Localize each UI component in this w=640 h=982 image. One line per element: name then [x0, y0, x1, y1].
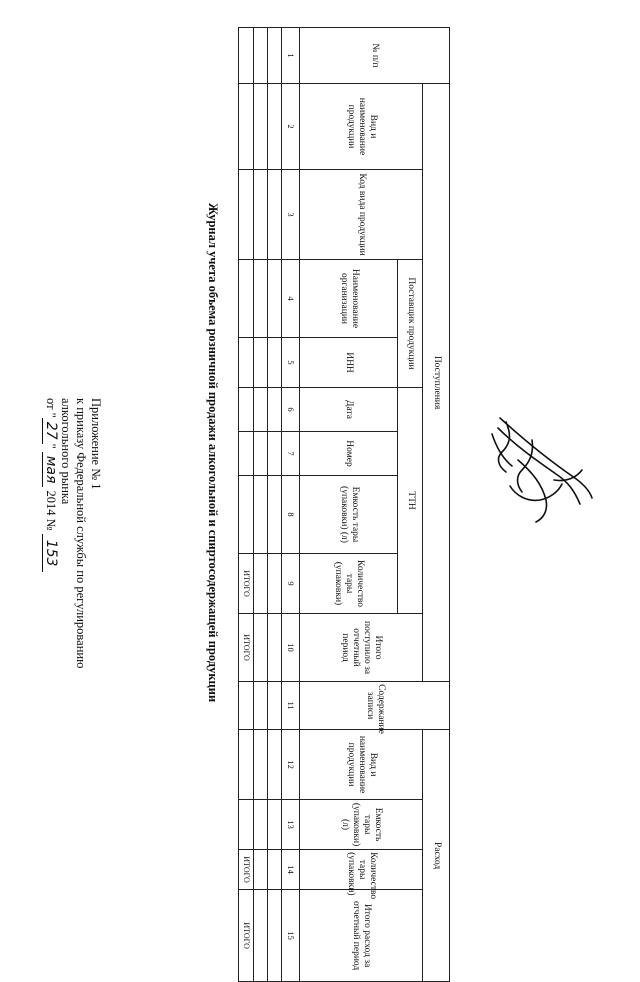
- total-in: ИТОГО: [238, 613, 254, 682]
- header-inn: ИНН: [299, 337, 398, 388]
- table-cell: [267, 799, 282, 850]
- header-record: Содержание записи: [299, 681, 450, 734]
- appendix-line-2: к приказу Федеральной службы по регулиро…: [74, 398, 88, 669]
- table-cell: [238, 729, 254, 800]
- header-total-out: Итого расход за отчетный период: [299, 889, 423, 982]
- table-cell: [238, 475, 254, 554]
- table-cell: [253, 889, 268, 982]
- table-cell: [267, 613, 282, 682]
- table-cell: [253, 27, 268, 84]
- header-no: № п/п: [299, 27, 450, 84]
- column-number: 3: [281, 169, 300, 260]
- table-cell: [267, 475, 282, 554]
- table-cell: [253, 387, 268, 432]
- table-cell: [267, 553, 282, 614]
- header-expense: Расход: [422, 729, 450, 982]
- table-cell: [267, 431, 282, 476]
- column-number: 1: [281, 27, 300, 84]
- date-month: мая: [42, 451, 59, 488]
- column-number: 9: [281, 553, 300, 614]
- header-ttn: ТТН: [397, 387, 423, 614]
- table-cell: [267, 259, 282, 338]
- appendix-block: Приложение № 1 к приказу Федеральной слу…: [42, 398, 103, 698]
- column-number: 5: [281, 337, 300, 388]
- table-cell: [267, 889, 282, 982]
- table-cell: [267, 337, 282, 388]
- table-cell: [267, 849, 282, 890]
- table-cell: [253, 169, 268, 260]
- signature-icon: [491, 417, 593, 523]
- table-cell: [253, 475, 268, 554]
- header-product-in: Вид и наименование продукции: [299, 83, 423, 170]
- column-number: 12: [281, 729, 300, 800]
- table-cell: [253, 729, 268, 800]
- column-number: 11: [281, 681, 300, 730]
- date-quote: ": [44, 443, 58, 449]
- table-cell: [253, 799, 268, 850]
- table-cell: [253, 849, 268, 890]
- total-qty-out: ИТОГО: [238, 849, 254, 890]
- header-qty-in: Количество тары (упаковки): [299, 553, 398, 614]
- table-cell: [267, 681, 282, 730]
- journal-title: Журнал учета объема розничной продажи ал…: [206, 202, 220, 703]
- table-cell: [238, 83, 254, 170]
- total-qty-in: ИТОГО: [238, 553, 254, 614]
- header-qty-out: Количество тары (упаковки): [299, 849, 423, 899]
- order-number: 153: [42, 533, 59, 573]
- header-total-in: Итого поступило за отчетный период: [299, 613, 423, 682]
- column-number: 2: [281, 83, 300, 170]
- table-cell: [267, 387, 282, 432]
- table-cell: [267, 83, 282, 170]
- column-number: 14: [281, 849, 300, 890]
- header-ttn-date: Дата: [299, 387, 398, 432]
- header-ttn-number: Номер: [299, 431, 398, 476]
- column-number: 8: [281, 475, 300, 554]
- date-day: 27: [42, 417, 59, 444]
- date-prefix: от ": [44, 398, 58, 418]
- header-capacity-in: Емкость тары (упаковки) (л): [299, 475, 398, 554]
- column-number: 7: [281, 431, 300, 476]
- table-cell: [253, 337, 268, 388]
- table-cell: [238, 27, 254, 84]
- table-cell: [238, 259, 254, 338]
- table-cell: [238, 431, 254, 476]
- table-cell: [267, 169, 282, 260]
- header-code: Код вида продукции: [299, 169, 423, 260]
- table-cell: [267, 27, 282, 84]
- table-cell: [253, 681, 268, 730]
- date-year: 2014 №: [44, 490, 58, 531]
- column-number: 15: [281, 889, 300, 982]
- appendix-date-line: от "27" мая 2014 № 153: [42, 398, 59, 698]
- table-cell: [238, 337, 254, 388]
- table-cell: [253, 259, 268, 338]
- appendix-line-1: Приложение № 1: [89, 398, 103, 490]
- total-out: ИТОГО: [238, 889, 254, 982]
- header-receipts: Поступления: [422, 83, 450, 682]
- header-capacity-out: Емкость тары (упаковки) (л): [299, 799, 423, 850]
- column-number: 10: [281, 613, 300, 682]
- column-number: 4: [281, 259, 300, 338]
- table-cell: [253, 553, 268, 614]
- header-org-name: Наименование организации: [299, 259, 398, 338]
- journal-table: № п/п Поступления Содержание записи Расх…: [238, 27, 450, 982]
- header-supplier: Поставщик продукции: [397, 259, 423, 388]
- appendix-line-3: алкогольного рынка: [59, 398, 73, 505]
- table-cell: [253, 431, 268, 476]
- table-cell: [238, 169, 254, 260]
- table-cell: [238, 387, 254, 432]
- header-product-out: Вид и наименование продукции: [299, 729, 423, 800]
- column-number: 13: [281, 799, 300, 850]
- column-number: 6: [281, 387, 300, 432]
- table-cell: [267, 729, 282, 800]
- rotated-page: Приложение № 1 к приказу Федеральной слу…: [42, 27, 593, 982]
- table-cell: [253, 83, 268, 170]
- table-cell: [253, 613, 268, 682]
- table-cell: [238, 799, 254, 850]
- table-cell: [238, 681, 254, 730]
